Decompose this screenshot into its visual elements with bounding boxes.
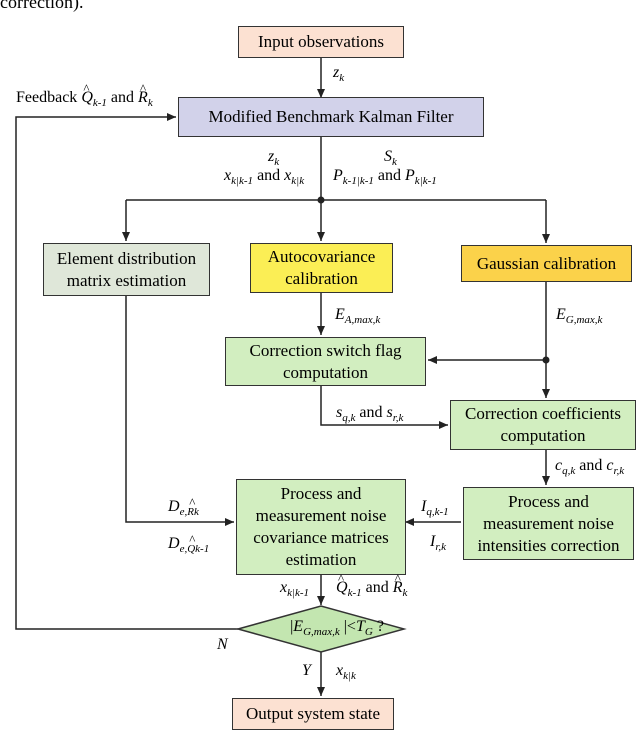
- x-prior-label: xk|k-1: [280, 579, 310, 599]
- iq-label: Iq,k-1: [421, 498, 449, 518]
- top-caption-fragment: correction).: [0, 0, 84, 12]
- covariance-label: Pk-1|k-1 and Pk|k-1: [333, 167, 437, 187]
- no-branch-label: N: [217, 636, 228, 653]
- decision-label: |EG,max,k |<TG ?: [290, 618, 384, 638]
- noise-intensities-box: Process and measurement noise intensitie…: [463, 487, 634, 560]
- coefficient-values-label: cq,k and cr,k: [555, 457, 625, 477]
- ea-max-label: EA,max,k: [335, 306, 381, 326]
- arrow-element-to-noisecov: [125, 296, 234, 526]
- arrow-switch-to-coefficients: [320, 385, 448, 429]
- junction-dot: [317, 196, 325, 204]
- feedback-label: Feedback Qk-1 and Rk: [16, 80, 153, 109]
- gaussian-calibration-box: Gaussian calibration: [461, 245, 632, 282]
- zk-output-label: zk: [268, 148, 280, 168]
- switch-flags-label: sq,k and sr,k: [336, 404, 404, 424]
- q-r-label: Qk-1 and Rk: [336, 570, 407, 599]
- x-posterior-label: xk|k: [336, 662, 356, 682]
- ir-label: Ir,k: [430, 533, 447, 553]
- de-r-label: De,Rk: [168, 498, 199, 518]
- de-q-label: De,Qk-1: [168, 535, 210, 555]
- junction-dot: [542, 356, 550, 364]
- sk-label: Sk: [384, 148, 397, 168]
- yes-branch-label: Y: [302, 662, 311, 679]
- switch-flag-box: Correction switch flag computation: [225, 337, 426, 386]
- noise-covariance-box: Process and measurement noise covariance…: [236, 479, 406, 575]
- state-estimate-label: xk|k-1 and xk|k: [224, 167, 305, 187]
- input-observations-box: Input observations: [238, 26, 404, 58]
- decision-diamond: [235, 605, 407, 653]
- zk-input-label: zk: [333, 64, 345, 84]
- kalman-filter-box: Modified Benchmark Kalman Filter: [178, 97, 484, 137]
- output-state-box: Output system state: [232, 698, 394, 730]
- arrow-feedback-loop: [15, 113, 238, 630]
- eg-max-label: EG,max,k: [556, 306, 603, 326]
- coefficients-box: Correction coefficients computation: [450, 400, 636, 450]
- autocovariance-box: Autocovariance calibration: [250, 243, 393, 293]
- element-distribution-box: Element distribution matrix estimation: [43, 243, 210, 296]
